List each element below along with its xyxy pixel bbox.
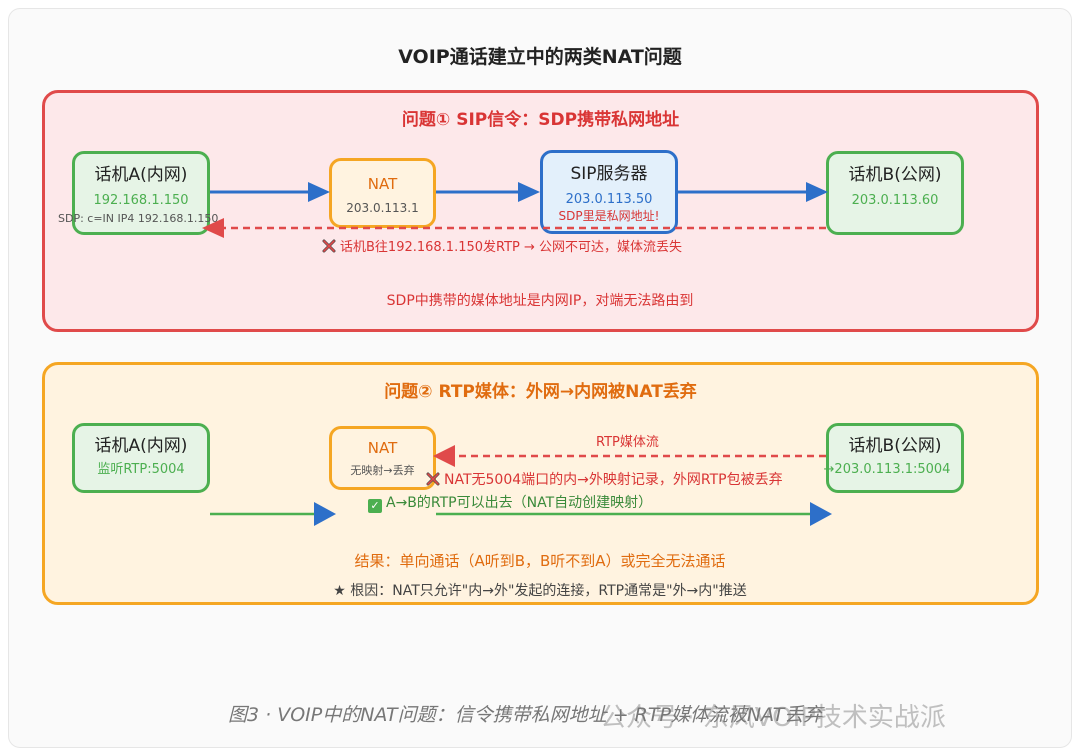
p2-nat-note: 无映射→丢弃: [350, 464, 415, 477]
watermark: 公众号 · 东风VOIP技术实战派: [600, 703, 946, 733]
p1-nat-ip: 203.0.113.1: [346, 201, 419, 215]
p1-phone-a-node: 话机A(内网) 192.168.1.150: [72, 151, 210, 235]
p2-phone-b-name: 话机B(公网): [848, 436, 942, 456]
p1-nat-node: NAT 203.0.113.1: [329, 158, 436, 228]
p2-nat-node: NAT 无映射→丢弃: [329, 426, 436, 490]
problem2-title: 问题② RTP媒体：外网→内网被NAT丢弃: [384, 382, 697, 402]
p1-phone-b-node: 话机B(公网) 203.0.113.60: [826, 151, 964, 235]
p1-phone-b-ip: 203.0.113.60: [851, 193, 939, 208]
p2-phone-b-node: 话机B(公网) →203.0.113.1:5004: [824, 423, 964, 493]
check-icon: ✓: [368, 499, 382, 513]
p1-sdp-note: SDP: c=IN IP4 192.168.1.150: [58, 212, 219, 225]
p1-sip-server-name: SIP服务器: [570, 164, 648, 184]
p2-phone-b-target: →203.0.113.1:5004: [823, 462, 951, 477]
p2-fail-note-row: NAT无5004端口的内→外映射记录，外网RTP包被丢弃: [426, 469, 783, 489]
p2-phone-a-name: 话机A(内网): [94, 436, 188, 456]
p1-summary: SDP中携带的媒体地址是内网IP，对端无法路由到: [386, 293, 694, 309]
p2-result: 结果：单向通话（A听到B，B听不到A）或完全无法通话: [354, 552, 726, 570]
p2-phone-a-listen: 监听RTP:5004: [97, 462, 185, 477]
p2-rtp-label: RTP媒体流: [596, 435, 659, 450]
p1-nat-name: NAT: [367, 175, 398, 193]
cross-icon: [426, 472, 440, 486]
p2-ok-note: A→B的RTP可以出去（NAT自动创建映射）: [386, 495, 653, 511]
p1-phone-a-name: 话机A(内网): [94, 165, 188, 185]
cross-icon: [322, 239, 336, 253]
problem1-title: 问题① SIP信令：SDP携带私网地址: [401, 110, 680, 130]
p1-fail-note-row: 话机B往192.168.1.150发RTP → 公网不可达，媒体流丢失: [322, 236, 682, 255]
p2-nat-name: NAT: [367, 439, 398, 457]
p2-root-cause: ★ 根因：NAT只允许"内→外"发起的连接，RTP通常是"外→内"推送: [333, 583, 747, 599]
p1-sip-server-note: SDP里是私网地址!: [558, 209, 660, 223]
p2-fail-note: NAT无5004端口的内→外映射记录，外网RTP包被丢弃: [444, 472, 783, 488]
figure-caption: 图3 · VOIP中的NAT问题：信令携带私网地址 + RTP媒体流被NAT丢弃: [228, 704, 823, 726]
p2-phone-a-node: 话机A(内网) 监听RTP:5004: [72, 423, 210, 493]
p1-fail-note: 话机B往192.168.1.150发RTP → 公网不可达，媒体流丢失: [340, 240, 683, 255]
p2-ok-note-row: ✓ A→B的RTP可以出去（NAT自动创建映射）: [368, 492, 652, 513]
p1-sip-server-node: SIP服务器 203.0.113.50 SDP里是私网地址!: [540, 150, 678, 234]
p1-phone-b-name: 话机B(公网): [848, 165, 942, 185]
p1-sip-server-ip: 203.0.113.50: [565, 192, 653, 207]
figure-title: VOIP通话建立中的两类NAT问题: [398, 46, 682, 68]
p1-phone-a-ip: 192.168.1.150: [93, 193, 189, 208]
